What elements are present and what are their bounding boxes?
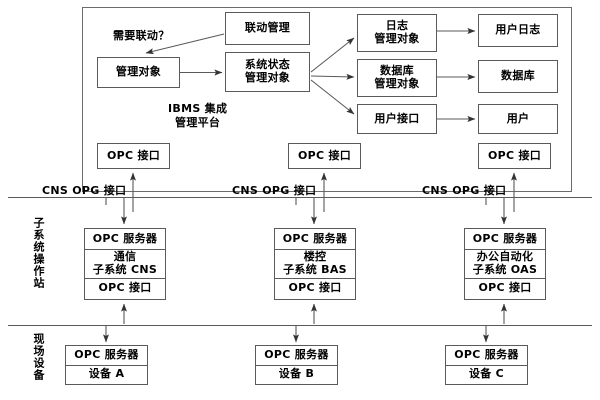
device-a-server: OPC 服务器 (66, 346, 147, 366)
node-database-object: 数据库 管理对象 (357, 59, 437, 97)
bus-label-cns-2: CNS OPG 接口 (232, 184, 317, 197)
node-db-line2: 管理对象 (374, 77, 420, 90)
subsystem-bas-name-line2: 子系统 BAS (283, 263, 347, 276)
node-database: 数据库 (478, 60, 558, 93)
subsystem-bas: OPC 服务器 楼控 子系统 BAS OPC 接口 (274, 228, 356, 300)
subsystem-bas-name: 楼控 子系统 BAS (275, 250, 355, 279)
device-b-name: 设备 B (278, 367, 315, 381)
subsystem-cns-name: 通信 子系统 CNS (85, 250, 165, 279)
bus-label-cns-1: CNS OPG 接口 (42, 184, 127, 197)
device-c-server: OPC 服务器 (446, 346, 527, 366)
bus-line-middle (8, 325, 592, 326)
device-b: OPC 服务器 设备 B (255, 345, 338, 385)
subsystem-cns-name-line2: 子系统 CNS (92, 263, 158, 276)
node-linkage-management: 联动管理 (225, 12, 310, 45)
platform-caption: IBMS 集成 管理平台 (168, 102, 227, 130)
device-c-name: 设备 C (468, 367, 505, 381)
subsystem-bas-interface: OPC 接口 (288, 281, 342, 295)
device-a-name: 设备 A (88, 367, 125, 381)
subsystem-bas-name-line1: 楼控 (303, 250, 327, 264)
platform-caption-line2: 管理平台 (175, 115, 221, 129)
platform-opc-interface-1: OPC 接口 (97, 143, 170, 169)
subsystem-oas-name: 办公自动化 子系统 OAS (465, 250, 545, 279)
subsystem-cns-name-line1: 通信 (113, 250, 137, 264)
subsystem-oas-name-line1: 办公自动化 (476, 250, 534, 264)
device-b-server: OPC 服务器 (256, 346, 337, 366)
subsystem-oas: OPC 服务器 办公自动化 子系统 OAS OPC 接口 (464, 228, 546, 300)
node-log-line1: 日志 (385, 19, 409, 33)
subsystem-oas-name-line2: 子系统 OAS (472, 263, 538, 276)
node-db-line1: 数据库 (380, 64, 414, 78)
node-user: 用户 (478, 104, 558, 134)
platform-opc-interface-2: OPC 接口 (288, 143, 361, 169)
node-log-object: 日志 管理对象 (357, 14, 437, 52)
platform-opc-interface-3: OPC 接口 (478, 143, 551, 169)
ibms-platform-frame (82, 7, 572, 192)
node-log-line2: 管理对象 (374, 32, 420, 45)
subsystem-cns-server: OPC 服务器 (85, 229, 165, 251)
platform-caption-line1: IBMS 集成 (168, 102, 228, 115)
node-user-interface: 用户接口 (357, 104, 437, 134)
node-system-state-line1: 系统状态 (244, 58, 291, 72)
node-managed-object: 管理对象 (97, 57, 180, 88)
band-label-field-devices: 现场设备 (32, 333, 45, 381)
device-a: OPC 服务器 设备 A (65, 345, 148, 385)
node-user-log: 用户日志 (478, 14, 558, 47)
subsystem-cns: OPC 服务器 通信 子系统 CNS OPC 接口 (84, 228, 166, 300)
bus-line-top (8, 197, 592, 198)
band-label-subsystem: 子系统操作站 (32, 217, 45, 289)
node-system-state-line2: 管理对象 (244, 71, 291, 84)
subsystem-oas-interface: OPC 接口 (478, 281, 532, 295)
node-system-state-object: 系统状态 管理对象 (225, 52, 310, 92)
bus-label-cns-3: CNS OPG 接口 (422, 184, 507, 197)
device-c: OPC 服务器 设备 C (445, 345, 528, 385)
linkage-condition-label: 需要联动？ (113, 29, 170, 42)
subsystem-oas-server: OPC 服务器 (465, 229, 545, 251)
subsystem-cns-interface: OPC 接口 (98, 281, 152, 295)
subsystem-bas-server: OPC 服务器 (275, 229, 355, 251)
